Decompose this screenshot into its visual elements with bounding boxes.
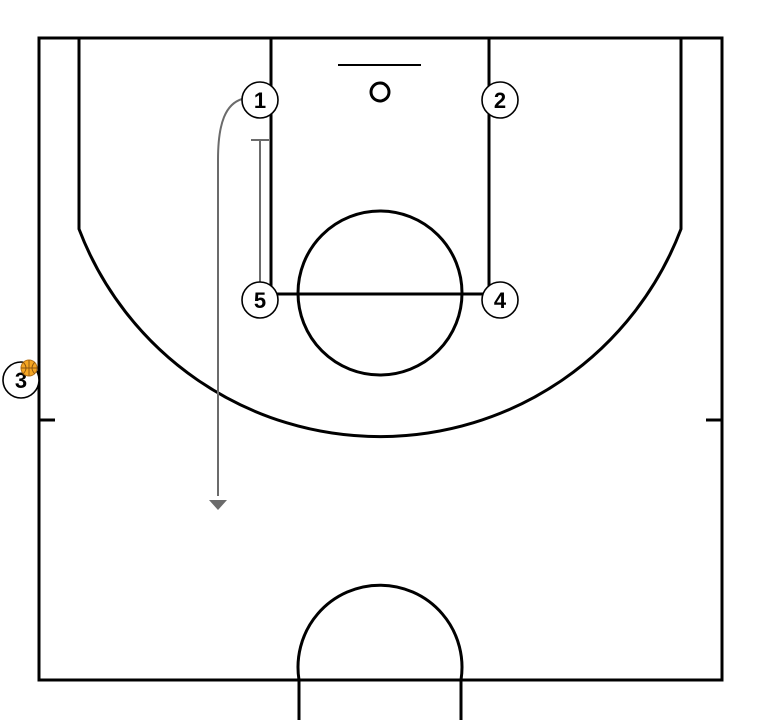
arrowhead: [209, 500, 227, 510]
player-2[interactable]: 2: [481, 81, 519, 119]
rim: [369, 81, 391, 103]
player-1[interactable]: 1: [241, 81, 279, 119]
player-2-label: 2: [494, 88, 506, 113]
player-5-label: 5: [254, 288, 266, 313]
player-4[interactable]: 4: [481, 281, 519, 319]
screen-icon: [251, 139, 269, 282]
player-5[interactable]: 5: [241, 281, 279, 319]
player-5-marker: [241, 281, 279, 319]
basketball-icon: [20, 359, 38, 377]
center-circle: [296, 583, 464, 720]
free-throw-lane: [269, 38, 491, 296]
player-4-marker: [481, 281, 519, 319]
player-1-marker: [241, 81, 279, 119]
arrow-down-icon: [217, 98, 243, 496]
player-1-label: 1: [254, 88, 266, 113]
free-throw-circle: [296, 209, 464, 377]
three-point-line: [77, 38, 683, 439]
player-4-label: 4: [494, 288, 507, 313]
player-2-marker: [481, 81, 519, 119]
court-boundary: [37, 36, 724, 682]
